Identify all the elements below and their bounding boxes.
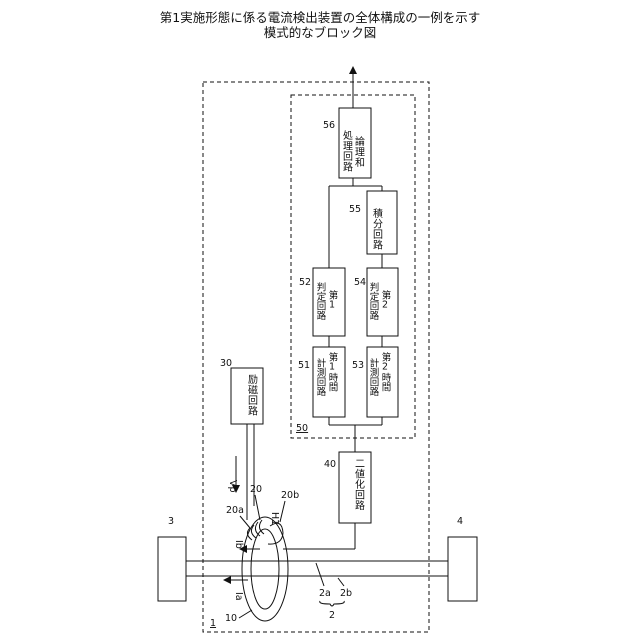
block-51-ref: 51 bbox=[298, 360, 310, 371]
block-56-ref: 56 bbox=[323, 120, 335, 131]
conductor-2b-ref: 2b bbox=[340, 588, 352, 599]
block-54-label-1: 第2 bbox=[380, 289, 392, 310]
conductor-brace bbox=[320, 601, 345, 606]
block-52-label-1: 第1 bbox=[327, 289, 339, 310]
core-10-ref: 10 bbox=[225, 613, 237, 624]
current-ib: Ib bbox=[233, 540, 244, 549]
coil-20a-leader bbox=[240, 516, 250, 528]
conductor-2-ref: 2 bbox=[329, 610, 335, 621]
core-10-outer bbox=[242, 517, 288, 621]
conductor-2a-ref: 2a bbox=[319, 588, 331, 599]
block-54-label-2: 判定回路 bbox=[368, 281, 380, 321]
block-3-ref: 3 bbox=[168, 516, 174, 527]
group-50-ref: 50 bbox=[296, 423, 308, 434]
voltage-vp: Vp bbox=[227, 480, 238, 493]
block-55-ref: 55 bbox=[349, 204, 361, 215]
block-30-ref: 30 bbox=[220, 358, 232, 369]
block-30-label: 励磁回路 bbox=[246, 373, 258, 417]
block-51-label-1: 第1時間 bbox=[327, 351, 339, 392]
field-h1: H1 bbox=[269, 512, 280, 525]
block-52-label-2: 判定回路 bbox=[315, 281, 327, 321]
block-56-label-1: 論理和 bbox=[353, 135, 365, 168]
coil-20-leader bbox=[255, 495, 260, 520]
block-55-label: 積分回路 bbox=[371, 207, 383, 251]
block-53-label-1: 第2時間 bbox=[380, 351, 392, 392]
block-4-load bbox=[448, 537, 477, 601]
block-53-label-2: 計測回路 bbox=[368, 357, 380, 397]
coil-20a-ref: 20a bbox=[226, 505, 244, 516]
block-4-ref: 4 bbox=[457, 516, 463, 527]
block-54-ref: 54 bbox=[354, 277, 366, 288]
conductor-2a-leader bbox=[316, 563, 324, 586]
block-3-source bbox=[158, 537, 186, 601]
block-53-ref: 53 bbox=[352, 360, 364, 371]
coil-20b-ref: 20b bbox=[281, 490, 299, 501]
block-56-label-2: 処理回路 bbox=[341, 129, 353, 173]
block-52-ref: 52 bbox=[299, 277, 311, 288]
block-40-ref: 40 bbox=[324, 459, 336, 470]
conductor-2b-leader bbox=[338, 578, 344, 586]
block-40-label: 二値化回路 bbox=[353, 458, 365, 511]
core-10-leader bbox=[239, 610, 252, 618]
device-1-ref: 1 bbox=[210, 618, 216, 629]
coil-20-ref: 20 bbox=[250, 484, 262, 495]
current-ia: Ia bbox=[233, 592, 244, 601]
block-51-label-2: 計測回路 bbox=[315, 357, 327, 397]
core-10-inner bbox=[251, 529, 279, 609]
